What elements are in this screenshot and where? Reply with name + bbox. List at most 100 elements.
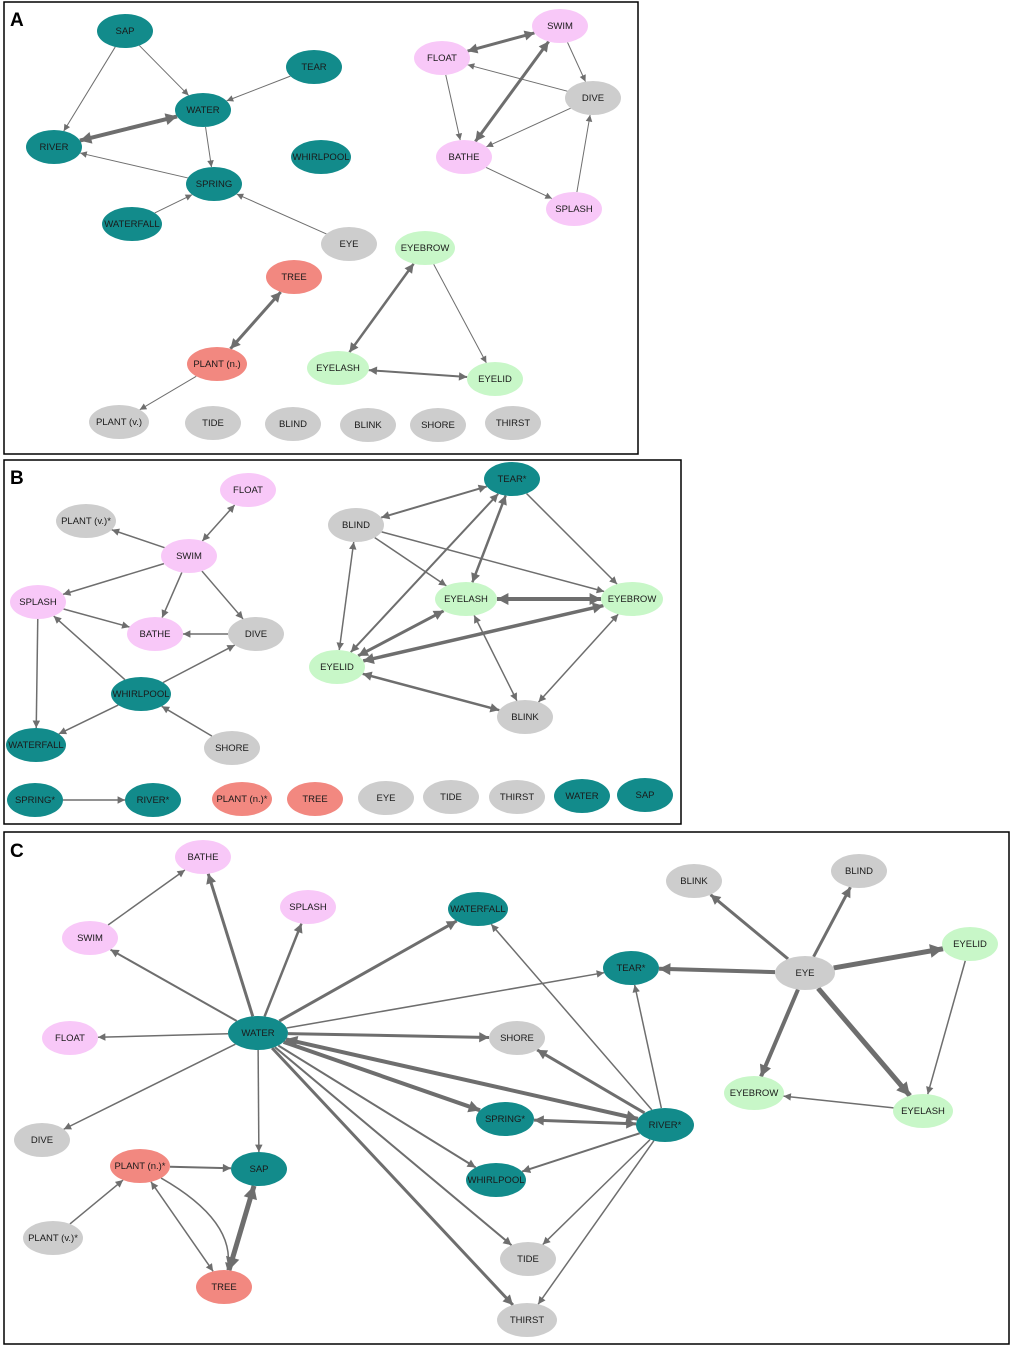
edge-water-spring [205,126,214,168]
node-bathe: BATHE [127,617,183,651]
edge-whirlpool-waterfall [58,704,119,735]
node-ellipse [636,1108,694,1142]
arrow-head [243,1185,257,1201]
edge-tear-eyelash [471,495,507,583]
node-river: RIVER [26,130,82,164]
edge-river-spring [533,1115,637,1129]
arrow-head [110,949,120,958]
node-ellipse [175,840,231,874]
edge-water-sap [255,1049,263,1153]
edge-line [139,375,197,411]
node-label: SAP [115,26,134,37]
edge-eye-eyebrow [759,988,800,1078]
node-label: TIDE [517,1254,539,1265]
edge-float-swim [201,504,236,542]
arrow-head [164,113,178,126]
edge-line [236,193,327,235]
arrow-head [589,593,601,605]
node-whirlpool: WHIRLPOOL [466,1163,526,1197]
node-dive: DIVE [14,1123,70,1157]
node-ellipse [110,1149,170,1183]
edge-eyelid-blink [362,671,500,713]
edge-line [783,1095,894,1109]
arrow-head [522,1165,532,1173]
node-label: BLIND [845,866,873,877]
node-ellipse [161,539,217,573]
edge-line [433,264,487,364]
node-label: SPLASH [555,204,593,215]
edge-line [816,986,912,1098]
edge-eyelash-blink [473,615,518,702]
arrow-head [230,338,241,349]
node-ellipse [89,405,149,439]
node-label: EYELID [478,374,512,385]
node-tree: TREE [287,782,343,816]
arrow-head [489,703,500,713]
edge-line [533,1118,637,1126]
panel-frame [3,831,1010,1345]
edge-line [161,572,183,618]
node-ellipse [26,130,82,164]
node-label: EYELASH [316,363,360,374]
node-label: EYELASH [444,594,488,605]
arrow-head [625,1110,638,1123]
arrow-head [497,593,509,605]
arrow-head [474,615,481,624]
edge-sap-water [139,45,189,96]
edge-water-shore [287,1032,490,1043]
node-label: WATER [565,791,598,802]
node-ellipse [476,1102,534,1136]
edge-line [35,618,39,729]
edge-line [162,644,236,684]
node-ellipse [546,192,602,226]
node-swim: SWIM [62,921,118,955]
arrow-head [538,694,547,703]
arrow-head [467,63,475,70]
edge-line [201,504,236,542]
edge-whirlpool-dive [162,644,236,684]
arrow-head [222,1163,232,1173]
node-ellipse [395,231,455,265]
node-label: TIDE [440,792,462,803]
edge-layer [63,30,593,411]
edge-line [161,705,213,737]
edge-line [357,609,445,658]
arrow-head [471,572,480,583]
arrow-head [349,342,359,353]
arrow-head [537,1049,549,1060]
arrow-head [467,1100,481,1113]
arrow-head [161,706,170,714]
edge-line [338,541,355,651]
node-ellipse [23,1221,83,1255]
edge-line [467,64,568,92]
edge-plant-n-tree [160,1177,233,1271]
edge-water-river [285,1035,639,1123]
node-ellipse [185,406,241,440]
arrow-head [841,887,851,899]
edge-line [63,608,130,628]
node-layer: BATHESPLASHSWIMFLOATDIVEWATERWATERFALLTE… [14,840,998,1337]
edge-line [350,493,499,653]
edge-eye-tear [658,963,776,976]
edge-eye-blind [812,886,852,958]
node-spring: SPRING [186,167,242,201]
edge-line [79,114,178,143]
node-label: THIRST [496,418,531,429]
node-label: EYE [376,793,395,804]
node-ellipse [102,207,162,241]
node-label: PLANT (v.) [96,417,142,428]
node-label: DIVE [245,629,267,640]
arrow-head [533,1115,544,1126]
node-thirst: THIRST [497,1303,557,1337]
arrow-head [362,671,373,681]
arrow-head [150,1181,159,1191]
arrow-head [53,616,62,624]
node-ellipse [485,406,541,440]
node-label: RIVER [39,142,68,153]
edge-dive-bathe [183,630,228,638]
arrow-head [579,74,586,82]
arrow-head [458,372,468,381]
